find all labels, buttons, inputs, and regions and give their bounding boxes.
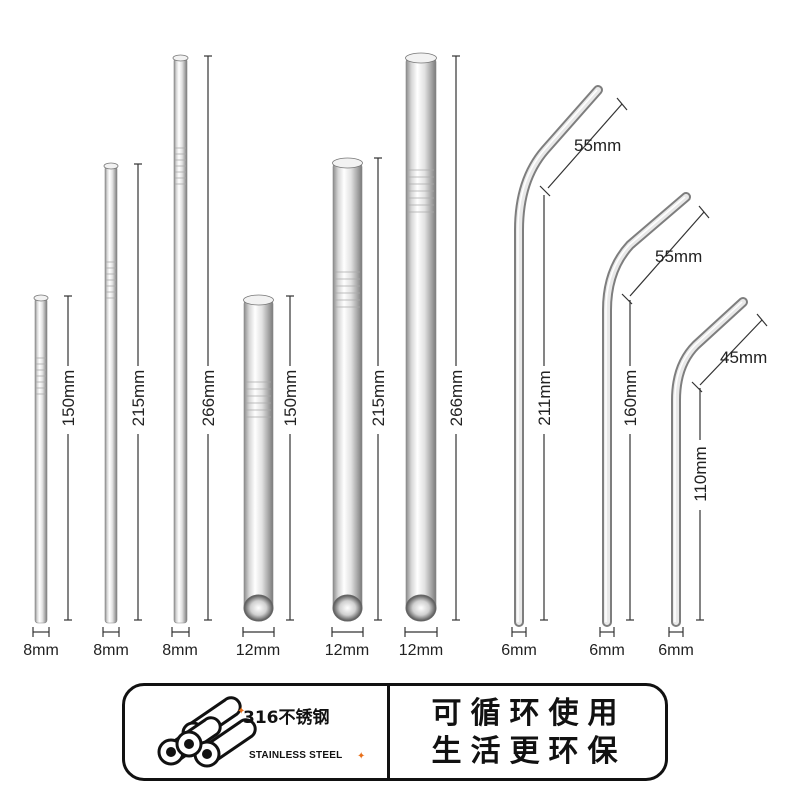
straw-body xyxy=(104,165,118,624)
straw-body xyxy=(243,299,274,614)
straw-top-opening xyxy=(103,162,119,170)
diameter-label: 8mm xyxy=(23,642,59,659)
diameter-label: 12mm xyxy=(236,642,280,659)
straight-straw xyxy=(172,54,189,624)
diameter-label: 12mm xyxy=(399,642,443,659)
bent-straw xyxy=(514,85,603,627)
straw-top-opening xyxy=(172,54,189,62)
straw-body xyxy=(405,57,437,614)
straw-bottom-opening xyxy=(405,594,437,622)
sparkle-icon: ✦ xyxy=(357,751,366,762)
straight-straw xyxy=(405,52,437,622)
length-label: 266mm xyxy=(199,370,218,427)
diameter-label: 6mm xyxy=(501,642,537,659)
straw-body xyxy=(173,57,188,624)
engraving-marks xyxy=(36,147,434,418)
diameter-label: 12mm xyxy=(325,642,369,659)
straight-straw xyxy=(33,294,49,624)
straight-straw xyxy=(103,162,119,624)
slogan-panel: 可循环使用 生活更环保 xyxy=(395,692,663,774)
bend-length-label: 45mm xyxy=(720,348,767,367)
length-label: 215mm xyxy=(369,370,388,427)
sparkle-icon: ✦ xyxy=(237,706,246,717)
bent-straw xyxy=(602,192,691,627)
bend-length-label: 55mm xyxy=(655,247,702,266)
length-label: 215mm xyxy=(129,370,148,427)
material-subtitle: STAINLESS STEEL xyxy=(249,750,343,761)
straw-bottom-opening xyxy=(332,594,363,622)
feature-banner: ✦ 316不锈钢 STAINLESS STEEL ✦ 可循环使用 生活更环保 xyxy=(122,683,668,781)
banner-divider xyxy=(387,683,390,781)
diameter-label: 8mm xyxy=(162,642,198,659)
bent-straw xyxy=(671,297,748,627)
material-title: 316不锈钢 xyxy=(243,708,330,728)
slogan-line: 生活更环保 xyxy=(431,734,627,769)
straw-top-opening xyxy=(332,157,363,169)
diameter-label: 8mm xyxy=(93,642,129,659)
steel-pipes-icon xyxy=(157,696,257,768)
straw-body xyxy=(332,162,363,614)
diameter-markers xyxy=(32,627,684,637)
diameter-label: 6mm xyxy=(589,642,625,659)
length-label: 266mm xyxy=(447,370,466,427)
length-label: 110mm xyxy=(691,446,710,501)
straw-body xyxy=(34,297,48,624)
length-label: 150mm xyxy=(59,370,78,427)
straight-straw xyxy=(243,294,274,622)
bend-length-label: 55mm xyxy=(574,136,621,155)
slogan-line: 可循环使用 xyxy=(431,696,627,731)
length-label: 211mm xyxy=(535,370,554,425)
length-label: 160mm xyxy=(621,370,640,427)
straw-top-opening xyxy=(33,294,49,302)
length-label: 150mm xyxy=(281,370,300,427)
straw-top-opening xyxy=(243,294,274,306)
straw-top-opening xyxy=(405,52,437,64)
material-panel: ✦ 316不锈钢 STAINLESS STEEL ✦ xyxy=(125,686,387,778)
straight-straw xyxy=(332,157,363,622)
diameter-label: 6mm xyxy=(658,642,694,659)
straw-bottom-opening xyxy=(243,594,274,622)
